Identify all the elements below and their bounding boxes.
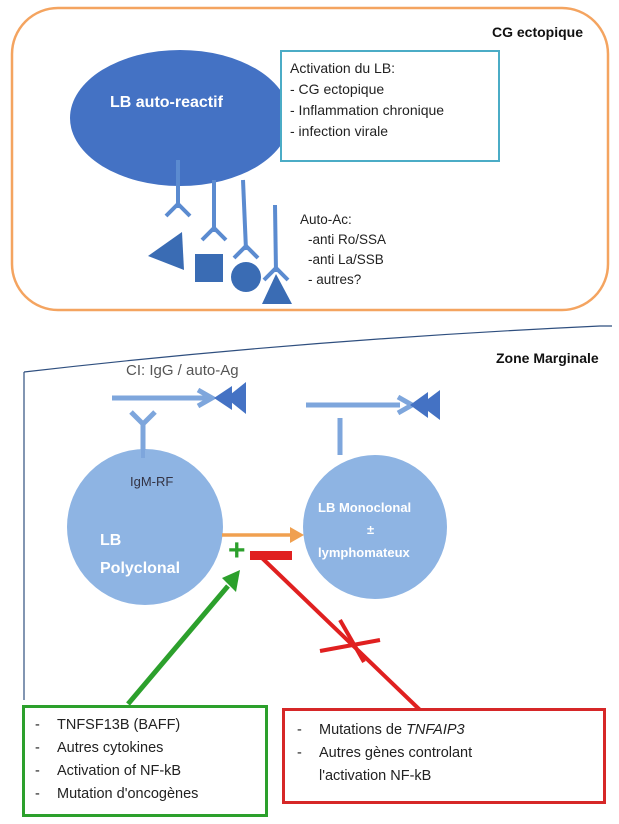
igm-rf-label: IgM-RF xyxy=(130,474,174,489)
inhibiting-factors-box: - Mutations de TNFAIP3 - Autres gènes cont… xyxy=(282,708,606,804)
other-genes-line1: Autres gènes controlant xyxy=(319,745,473,761)
list-dash: - xyxy=(35,786,40,802)
activation-box: Activation du LB: - CG ectopique - Infla… xyxy=(280,50,500,162)
red-cross-mark xyxy=(319,619,381,663)
monoclonal-label-line1: LB Monoclonal xyxy=(318,500,412,515)
activating-factor-item: - Mutation d'oncogènes xyxy=(35,783,257,806)
factor-text: Mutation d'oncogènes xyxy=(57,786,199,802)
mutation-prefix: Mutations de xyxy=(319,722,407,738)
top-panel-title: CG ectopique xyxy=(492,24,584,40)
immune-complex-label: CI: IgG / auto-Ag xyxy=(126,362,239,379)
autoac-item: -anti La/SSB xyxy=(308,252,384,267)
factor-text: Autres cytokines xyxy=(57,740,164,756)
activating-factor-item: - Activation of NF-kB xyxy=(35,760,257,783)
monoclonal-cell xyxy=(303,455,447,599)
right-autoag-triangle-1 xyxy=(410,392,428,418)
green-arrowhead xyxy=(222,570,240,592)
list-dash: - xyxy=(297,722,302,738)
autoreactive-cell-label: LB auto-reactif xyxy=(110,94,223,111)
inhibiting-item-2-cont: l'activation NF-kB xyxy=(297,765,593,788)
top-panel-border xyxy=(10,6,610,312)
antigen-square xyxy=(195,254,223,282)
antigen-circle xyxy=(231,262,261,292)
autoreactive-cell xyxy=(70,50,290,186)
activation-heading: Activation du LB: xyxy=(290,60,396,76)
right-autoag-triangle-2 xyxy=(420,390,440,420)
inhibiting-item-2: - Autres gènes controlant xyxy=(297,742,593,765)
activation-item: - CG ectopique xyxy=(290,81,385,97)
left-autoag-triangle-1 xyxy=(214,386,232,410)
left-immune-complex xyxy=(112,387,218,450)
activating-factors-box: - TNFSF13B (BAFF) - Autres cytokines - Acti… xyxy=(22,705,268,817)
polyclonal-label-line1: LB xyxy=(100,532,122,549)
transition-arrow-head xyxy=(290,527,304,543)
antigen-triangle-right xyxy=(262,274,292,304)
left-autoag-triangle-2 xyxy=(226,382,246,414)
gene-name: TNFAIP3 xyxy=(406,722,465,738)
activation-plus-sign: + xyxy=(228,534,246,567)
autoac-item: -anti Ro/SSA xyxy=(308,232,387,247)
monoclonal-label-line3: lymphomateux xyxy=(318,545,410,560)
antibody-stalks xyxy=(164,160,290,282)
monoclonal-label-line2: ± xyxy=(367,522,375,537)
activation-list: - CG ectopique - Inflammation chronique … xyxy=(290,79,490,142)
bottom-panel-title: Zone Marginale xyxy=(496,350,599,366)
list-dash: - xyxy=(35,717,40,733)
right-immune-complex xyxy=(306,394,418,455)
polyclonal-cell xyxy=(67,449,223,605)
activating-factors-list: - TNFSF13B (BAFF) - Autres cytokines - Acti… xyxy=(35,714,257,806)
red-inhibition-line xyxy=(260,556,422,712)
polyclonal-label-line2: Polyclonal xyxy=(100,560,181,577)
autoac-heading: Auto-Ac: xyxy=(300,212,352,227)
green-activation-arrow xyxy=(126,584,230,706)
activating-factor-item: - TNFSF13B (BAFF) xyxy=(35,714,257,737)
inhibiting-item-1: - Mutations de TNFAIP3 xyxy=(297,719,593,742)
antigen-triangle-left xyxy=(148,232,184,270)
list-dash: - xyxy=(35,740,40,756)
inhibition-minus-bar xyxy=(250,551,292,560)
other-genes-line2: l'activation NF-kB xyxy=(319,768,432,784)
list-dash: - xyxy=(297,745,302,761)
activating-factor-item: - Autres cytokines xyxy=(35,737,257,760)
factor-text: Activation of NF-kB xyxy=(57,763,182,779)
factor-text: TNFSF13B (BAFF) xyxy=(57,717,181,733)
autoantibody-list: Auto-Ac: -anti Ro/SSA -anti La/SSB - aut… xyxy=(300,210,386,290)
activation-item: - Inflammation chronique xyxy=(290,102,445,118)
bottom-panel-border xyxy=(23,325,612,373)
autoac-item: - autres? xyxy=(308,272,362,287)
activation-item: - infection virale xyxy=(290,123,389,139)
list-dash: - xyxy=(35,763,40,779)
